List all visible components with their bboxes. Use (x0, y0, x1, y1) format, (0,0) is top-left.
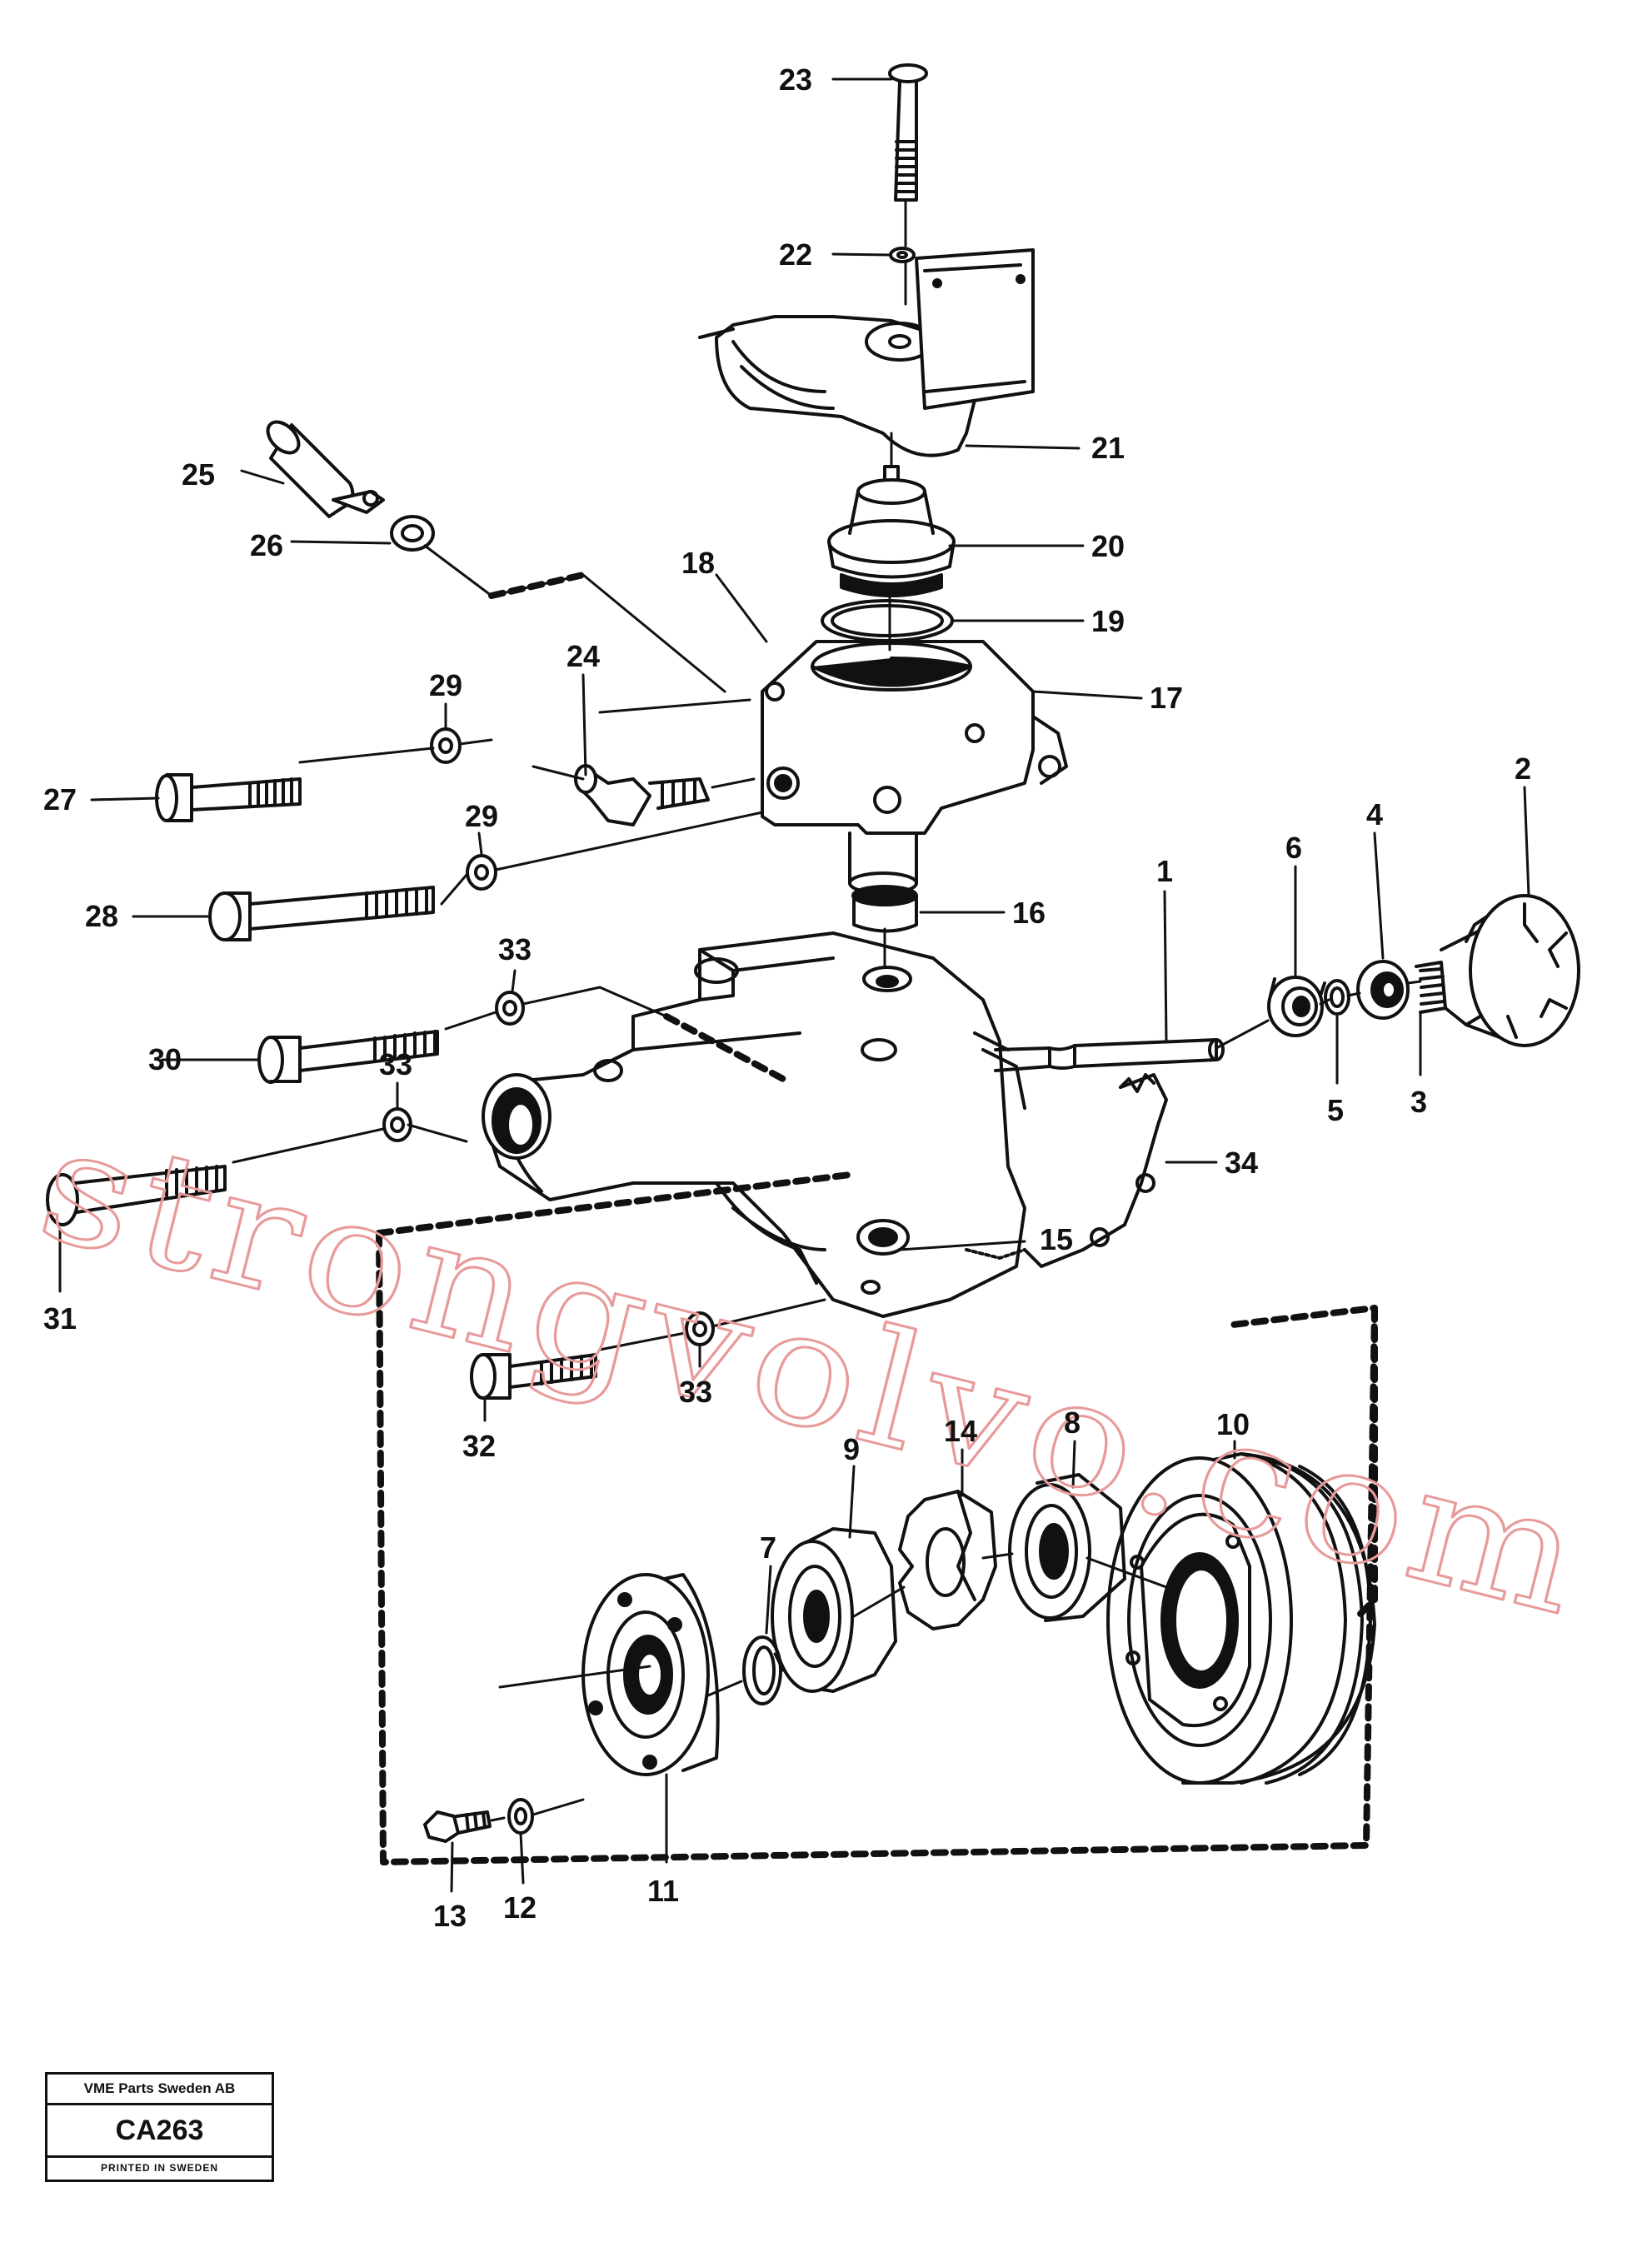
label-1: 1 (1156, 854, 1173, 888)
label-29b: 29 (465, 799, 498, 833)
label-31: 31 (43, 1301, 77, 1336)
bearing-8 (1008, 1473, 1126, 1622)
printed-note: PRINTED IN SWEDEN (47, 2155, 272, 2180)
shaft-1 (994, 1038, 1225, 1072)
thermostat-housing-17 (761, 640, 1068, 895)
label-33c: 33 (679, 1375, 712, 1409)
pulley-10 (1106, 1452, 1376, 1785)
thermostat-20 (827, 465, 956, 597)
label-15: 15 (1040, 1222, 1073, 1256)
washer-33b (382, 1107, 412, 1142)
washer-26 (390, 515, 435, 552)
bolt-23 (888, 63, 928, 202)
label-7: 7 (760, 1530, 776, 1565)
diagram-code: CA263 (115, 2115, 204, 2146)
temperature-sensor-25 (266, 420, 385, 518)
assembly-lines (232, 198, 1422, 1865)
circlip-7 (742, 1635, 782, 1705)
label-22: 22 (779, 237, 812, 272)
label-4: 4 (1366, 797, 1383, 831)
label-20: 20 (1091, 529, 1125, 563)
label-14: 14 (944, 1414, 977, 1448)
label-23: 23 (779, 62, 812, 97)
bolt-31 (46, 1165, 227, 1226)
leader-lines (58, 77, 1530, 1893)
seal-ring-19 (821, 599, 954, 642)
bolt-13 (423, 1810, 492, 1843)
label-21: 21 (1091, 431, 1125, 465)
label-9: 9 (843, 1432, 860, 1466)
label-24: 24 (566, 639, 600, 673)
fitting-24 (574, 764, 710, 826)
title-block: VME Parts Sweden AB CA263 PRINTED IN SWE… (45, 2072, 274, 2182)
bolt-27 (155, 773, 302, 822)
label-32: 32 (462, 1429, 496, 1463)
washer-33a (495, 991, 525, 1026)
label-19: 19 (1091, 604, 1125, 638)
thermostat-cover-21 (698, 248, 1035, 457)
bolt-28 (208, 886, 435, 941)
bolt-30 (257, 1030, 439, 1084)
label-33a: 33 (498, 932, 532, 966)
label-2: 2 (1515, 751, 1531, 786)
label-17: 17 (1150, 681, 1183, 715)
label-16: 16 (1012, 896, 1046, 930)
label-29a: 29 (429, 668, 462, 702)
label-5: 5 (1327, 1093, 1344, 1127)
part-labels: 23 22 21 20 19 18 17 25 26 24 29 27 29 2… (43, 62, 1531, 1933)
washer-22 (889, 247, 916, 263)
label-25: 25 (182, 457, 215, 492)
impeller-2 (1440, 894, 1580, 1047)
label-8: 8 (1064, 1406, 1081, 1440)
bolt-32 (470, 1353, 597, 1400)
bearing-9 (771, 1527, 897, 1693)
label-28: 28 (85, 899, 118, 933)
spring-seal-3 (1415, 961, 1447, 1014)
label-3: 3 (1410, 1085, 1427, 1119)
company-name: VME Parts Sweden AB (47, 2075, 272, 2105)
hub-14 (898, 1490, 997, 1630)
flange-11 (581, 1573, 720, 1776)
label-27: 27 (43, 782, 77, 816)
gasket-34 (965, 1073, 1168, 1268)
label-26: 26 (250, 528, 283, 562)
washer-12 (507, 1798, 534, 1835)
label-30: 30 (148, 1042, 182, 1076)
label-34: 34 (1225, 1146, 1258, 1180)
seal-4 (1356, 960, 1410, 1020)
circlip-5 (1324, 979, 1350, 1016)
pump-housing (482, 931, 1026, 1318)
label-18: 18 (681, 546, 715, 580)
label-6: 6 (1285, 831, 1302, 865)
sleeve-16 (851, 885, 918, 933)
washer-29b (466, 854, 497, 891)
bearing-6 (1267, 976, 1326, 1037)
label-33b: 33 (379, 1047, 412, 1081)
label-13: 13 (433, 1899, 467, 1933)
washer-29a (430, 727, 462, 764)
label-10: 10 (1216, 1407, 1250, 1441)
label-12: 12 (503, 1890, 537, 1925)
label-11: 11 (647, 1874, 679, 1908)
